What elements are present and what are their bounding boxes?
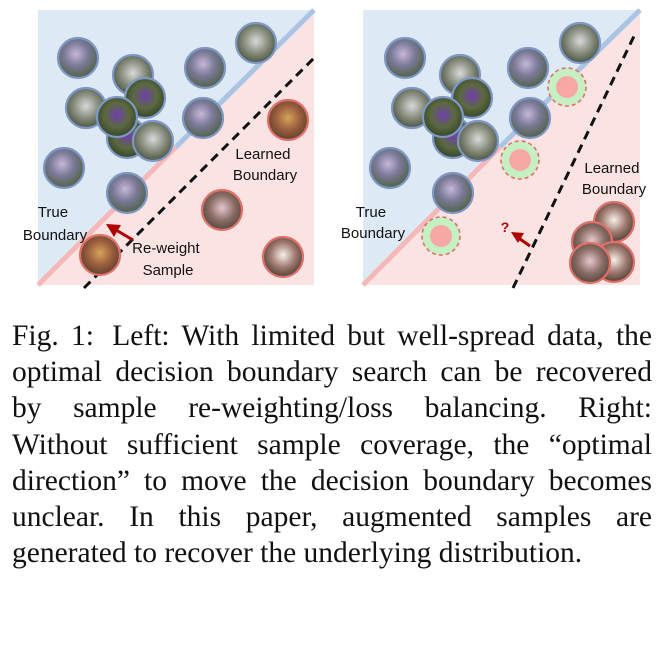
true-boundary-line-pink <box>361 145 502 287</box>
augmented-sample <box>421 216 461 256</box>
sample-a <box>234 21 278 65</box>
left-class-b-samples <box>78 98 310 279</box>
reweight-sample-label: Re-weight Sample <box>132 240 204 279</box>
left-true-boundary-label: True Boundary <box>23 204 88 244</box>
sample-a <box>558 21 602 65</box>
reweight-arrowhead <box>106 224 121 237</box>
left-panel: True Boundary Learned Boundary Re-weight… <box>23 8 316 290</box>
sample-b <box>266 98 310 142</box>
reweight-arrow <box>115 228 134 242</box>
true-boundary-line-pink <box>36 145 178 287</box>
learned-boundary-line <box>82 56 316 290</box>
sample-a <box>56 36 100 80</box>
sample-a <box>508 96 552 140</box>
sample-a <box>131 119 175 163</box>
sample-b <box>261 235 305 279</box>
sample-b <box>568 241 612 285</box>
caption-label: Fig. 1: <box>12 320 94 352</box>
sample-a <box>95 95 139 139</box>
right-panel: ? True Boundary Learned Boundary <box>341 8 647 289</box>
right-learned-boundary-label: Learned Boundary <box>582 160 647 198</box>
augmented-sample <box>547 67 587 107</box>
left-class-a-samples <box>42 21 278 215</box>
augmented-sample <box>500 140 540 180</box>
sample-a <box>431 171 475 215</box>
right-class-b-samples <box>568 200 636 285</box>
right-true-boundary-label: True Boundary <box>341 204 406 242</box>
sample-a <box>183 46 227 90</box>
figure-caption: Fig. 1: Left: With limited but well-spre… <box>12 318 652 571</box>
sample-a <box>506 46 550 90</box>
sample-a <box>105 171 149 215</box>
direction-arrowhead <box>511 232 524 243</box>
augmented-samples <box>421 67 587 256</box>
question-mark: ? <box>501 219 510 235</box>
sample-a <box>368 146 412 190</box>
sample-a <box>42 146 86 190</box>
sample-a <box>383 36 427 80</box>
caption-text: Left: With limited but well-spread data,… <box>12 320 652 570</box>
left-learned-boundary-label: Learned Boundary <box>233 146 298 184</box>
sample-b <box>200 188 244 232</box>
sample-b <box>78 233 122 277</box>
sample-a <box>421 95 465 139</box>
direction-arrow <box>519 237 531 248</box>
sample-a <box>181 96 225 140</box>
right-class-a-samples <box>368 21 602 215</box>
sample-a <box>456 119 500 163</box>
learned-boundary-line <box>511 31 638 289</box>
figure: True Boundary Learned Boundary Re-weight… <box>23 8 647 290</box>
